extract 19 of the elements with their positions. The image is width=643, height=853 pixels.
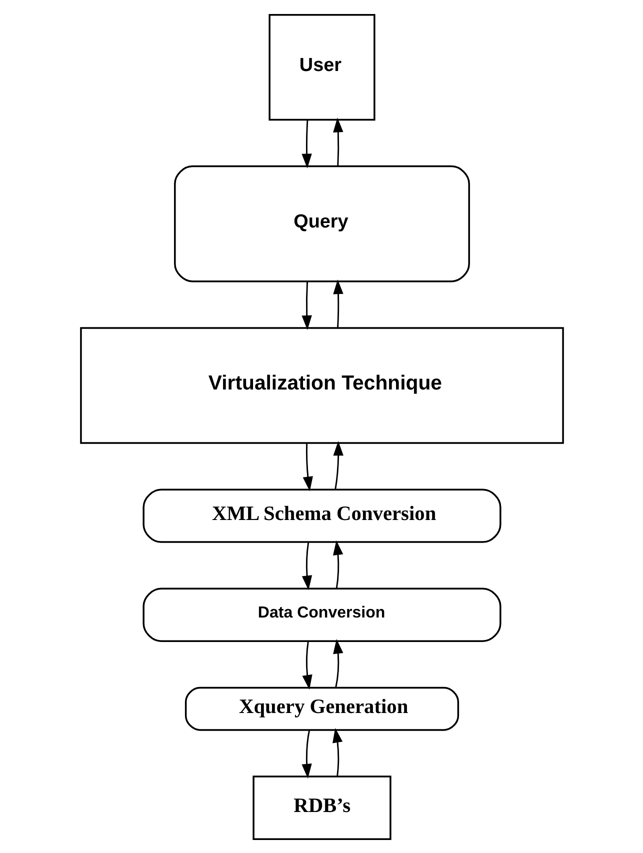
arrow [332,728,342,776]
arrow [301,119,312,168]
node-box: Virtualization Technique [80,326,564,444]
node-box: XML Schema Conversion [142,488,501,542]
node-box: Query [174,164,470,282]
arrow [332,440,343,489]
node-box: Xquery Generation [184,686,459,730]
arrow [301,730,312,778]
arrow [302,442,312,491]
node-box: RDB’s [252,775,391,840]
node-box: Data Conversion [142,587,501,642]
node-box: User [268,13,375,120]
arrow [332,638,343,688]
arrow [332,279,343,328]
arrow [332,117,343,166]
arrow [301,542,312,590]
arrow [332,540,343,588]
arrow [301,281,312,330]
arrow [302,640,312,690]
